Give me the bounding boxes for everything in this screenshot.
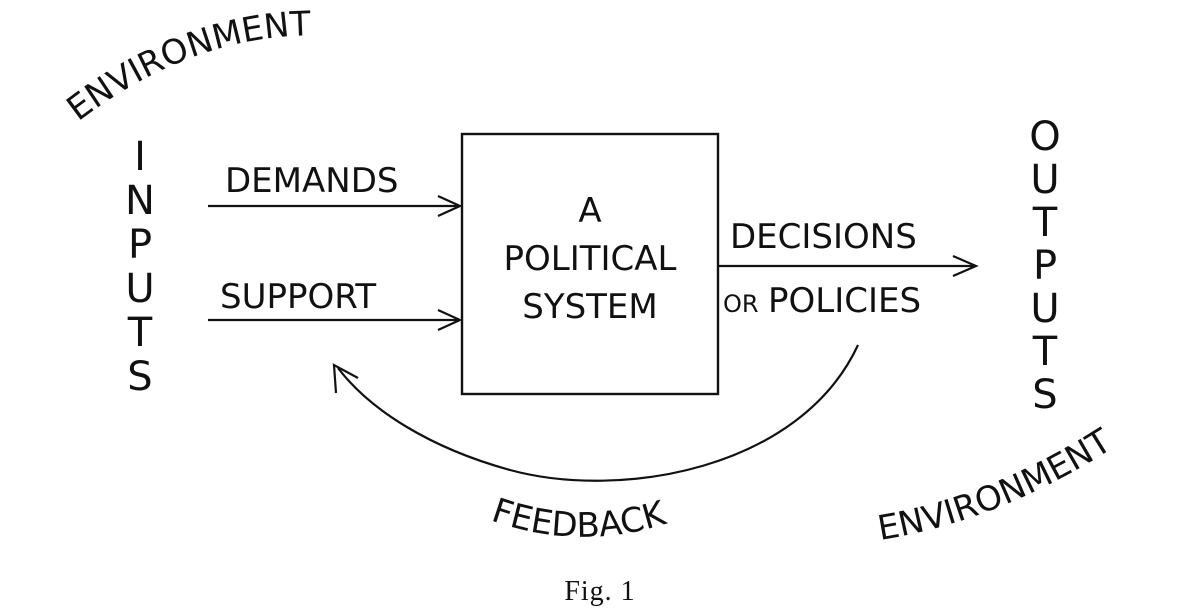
- inputs-letter: P: [128, 222, 152, 268]
- outputs-letter: U: [1030, 286, 1059, 332]
- decisions-label: DECISIONS: [730, 217, 917, 257]
- inputs-letter: S: [127, 354, 152, 400]
- inputs-letter: N: [125, 178, 155, 224]
- outputs-label: O U T P U T S: [1029, 114, 1060, 418]
- policies-label: POLICIES: [768, 281, 921, 321]
- political-system-box: [460, 132, 720, 396]
- outputs-letter: U: [1030, 157, 1059, 203]
- outputs-letter: O: [1029, 114, 1060, 160]
- support-arrowhead: [437, 308, 463, 332]
- decisions-arrowhead: [952, 254, 979, 278]
- outputs-letter: S: [1032, 372, 1057, 418]
- environment-label-bottom: ENVIRONMENT: [875, 421, 1119, 549]
- or-label: OR: [723, 290, 759, 318]
- outputs-letter: T: [1032, 329, 1058, 375]
- system-label-line: SYSTEM: [522, 287, 658, 327]
- support-label: SUPPORT: [220, 277, 376, 317]
- inputs-letter: I: [134, 134, 146, 180]
- inputs-letter: U: [125, 266, 154, 312]
- feedback-arrow-curve: [337, 344, 859, 482]
- demands-label: DEMANDS: [225, 161, 398, 201]
- feedback-label: FEEDBACK: [487, 491, 671, 546]
- environment-label-top: ENVIRONMENT: [60, 4, 312, 129]
- outputs-letter: P: [1033, 243, 1057, 289]
- outputs-letter: T: [1032, 200, 1058, 246]
- system-label-line: A: [578, 191, 601, 231]
- system-label-line: POLITICAL: [504, 239, 677, 279]
- demands-arrowhead: [437, 194, 463, 218]
- inputs-label: I N P U T S: [125, 134, 155, 400]
- feedback-arrowhead: [332, 363, 359, 394]
- figure-caption: Fig. 1: [564, 576, 635, 607]
- inputs-letter: T: [127, 310, 153, 356]
